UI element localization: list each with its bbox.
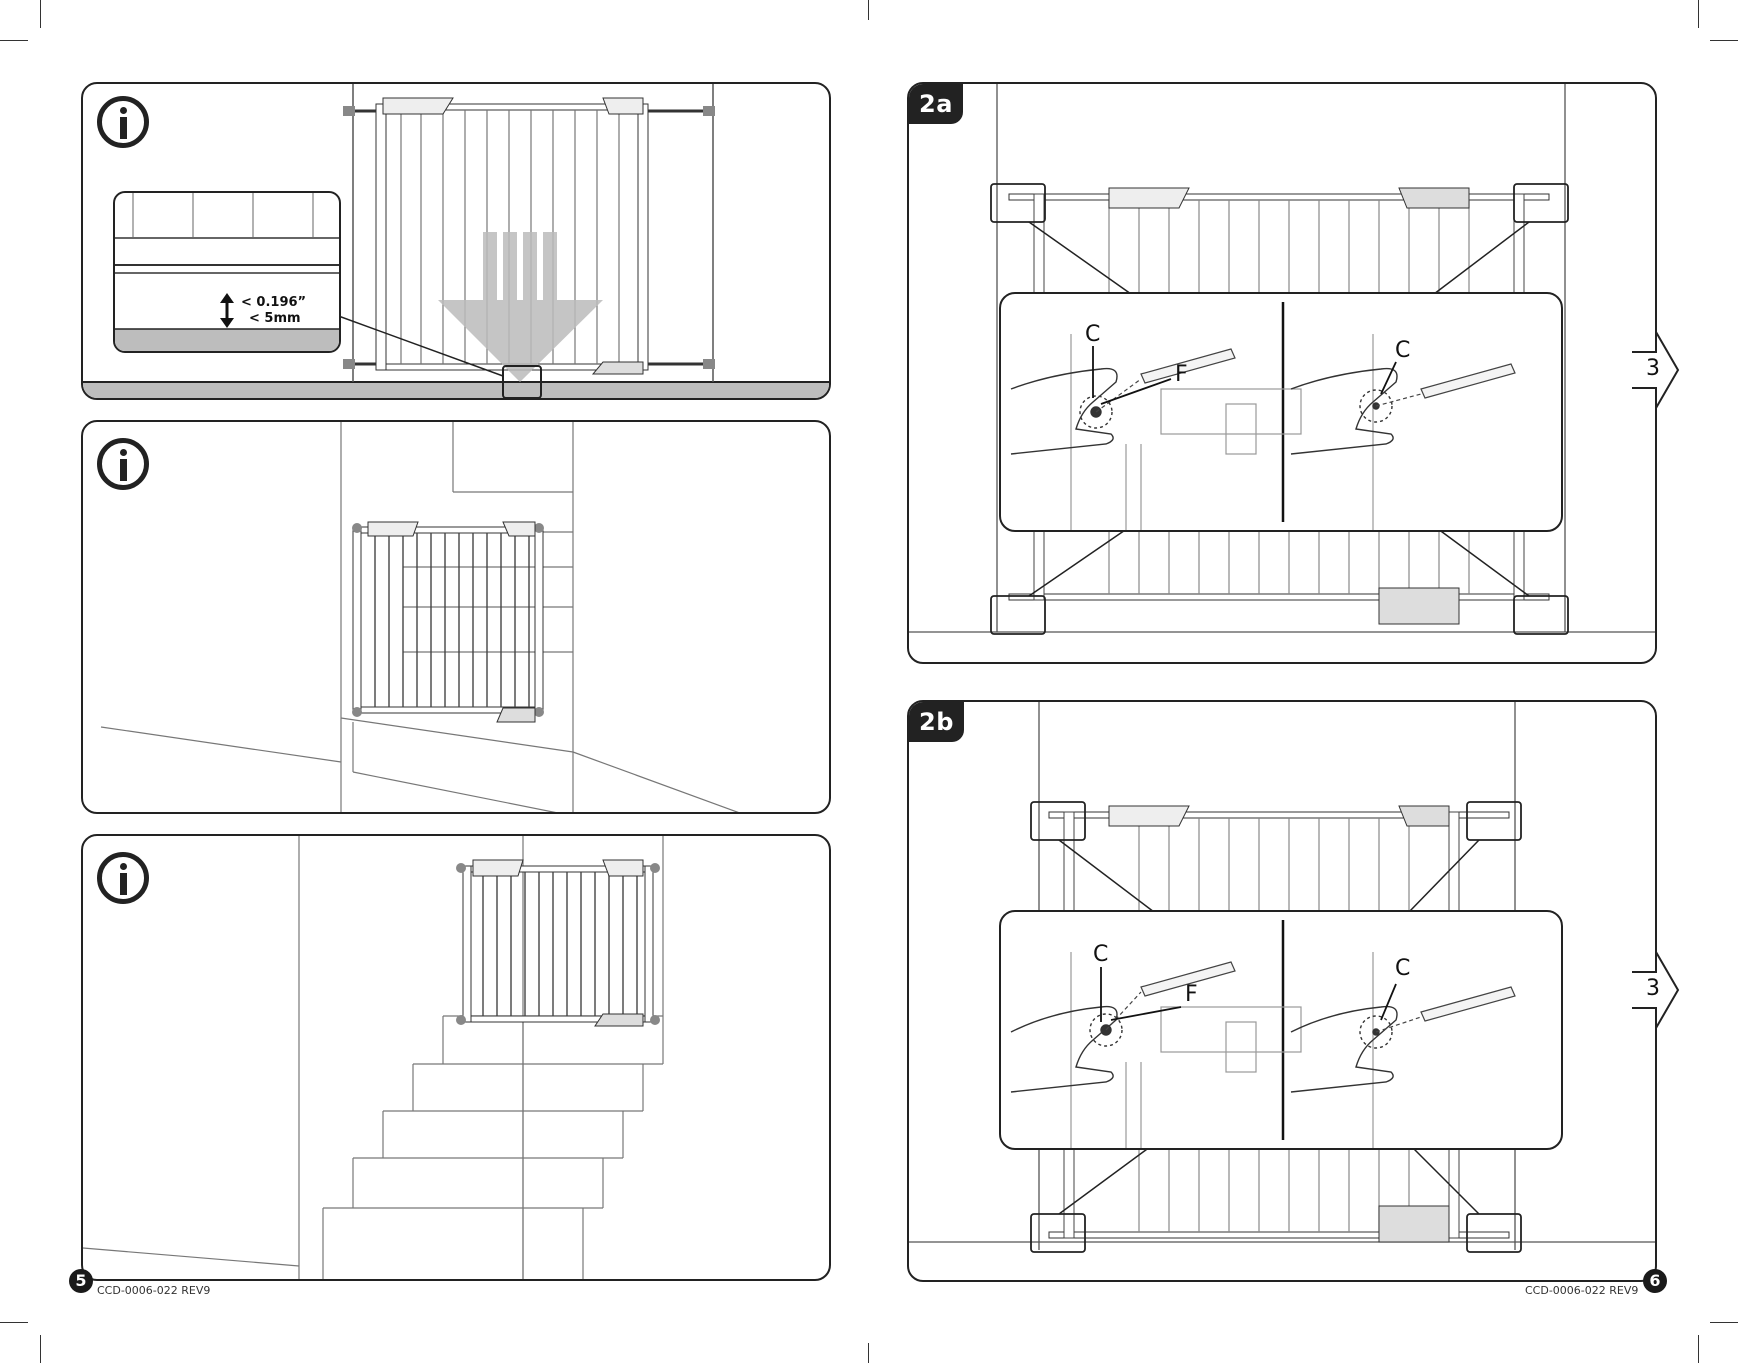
part-c-label: C (1395, 338, 1411, 363)
crop-mark (40, 1335, 41, 1363)
hand-left (1010, 367, 1118, 455)
step-badge: 2a (909, 84, 963, 124)
crop-mark (40, 0, 41, 28)
crop-mark (868, 1343, 869, 1363)
crop-mark (1698, 0, 1699, 28)
pencil-right (1375, 986, 1516, 1033)
doc-reference-left: CCD-0006-022 REV9 (97, 1284, 211, 1297)
gap-measurement-label: < 0.196” < 5mm (241, 295, 306, 327)
marking-inset: C F C (999, 292, 1563, 532)
info-panel-gap-measurement: < 0.196” < 5mm (81, 82, 831, 400)
step-panel-2a: C F C 2a (907, 82, 1657, 664)
pencil-right (1375, 363, 1516, 407)
info-icon (97, 852, 149, 904)
next-step-number: 3 (1646, 976, 1660, 1001)
doc-reference-right: CCD-0006-022 REV9 (1525, 1284, 1639, 1297)
info-icon (97, 96, 149, 148)
pencil-left (1105, 961, 1236, 1031)
info-panel-stair-install (81, 834, 831, 1281)
crop-mark (868, 0, 869, 20)
part-f-label: F (1185, 982, 1198, 1007)
step-badge: 2b (909, 702, 964, 742)
gate-doorway-illustration (100, 422, 739, 812)
page-number-right: 6 (1643, 1269, 1667, 1293)
crop-mark (1710, 40, 1738, 41)
gap-measurement-mm: < 5mm (249, 311, 301, 326)
crop-mark (0, 1322, 28, 1323)
page-number-left: 5 (69, 1269, 93, 1293)
crop-mark (0, 40, 28, 41)
part-f-label: F (1175, 362, 1188, 387)
gap-zoom-inset: < 0.196” < 5mm (113, 191, 341, 353)
part-c-label: C (1395, 956, 1411, 981)
crop-mark (1710, 1322, 1738, 1323)
gate-front-illustration (83, 84, 829, 398)
pencil-left (1095, 348, 1236, 413)
info-panel-doorway-install (81, 420, 831, 814)
hand-right (1290, 367, 1398, 455)
gap-measurement-inches: < 0.196” (241, 295, 307, 310)
marking-inset: C F C (999, 910, 1563, 1150)
gate-stairs-illustration (83, 836, 664, 1279)
part-c-label: C (1093, 942, 1109, 967)
step-panel-2b: C F C 2b (907, 700, 1657, 1282)
next-step-arrow-icon: 3 (1630, 948, 1680, 1032)
crop-mark (1698, 1335, 1699, 1363)
info-icon (97, 438, 149, 490)
next-step-number: 3 (1646, 356, 1660, 381)
next-step-arrow-icon: 3 (1630, 328, 1680, 412)
part-c-label: C (1085, 322, 1101, 347)
double-arrow-icon (220, 293, 234, 328)
down-arrow-icon (438, 232, 603, 382)
hand-left (1010, 1005, 1123, 1093)
